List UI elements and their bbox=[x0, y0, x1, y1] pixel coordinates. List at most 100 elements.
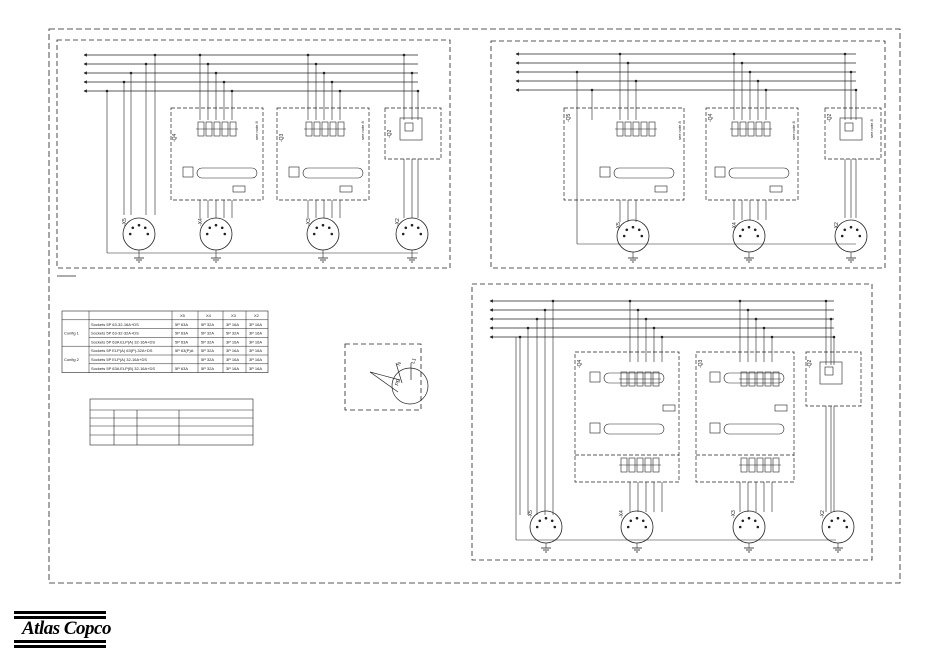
junction bbox=[575, 70, 579, 74]
breaker-label: -Q3 bbox=[698, 359, 704, 368]
junction bbox=[770, 335, 774, 339]
junction bbox=[122, 80, 126, 84]
junction bbox=[747, 225, 751, 229]
table-row-label: Sockets 5P ELP(A) 63(P)-32A+DS bbox=[91, 348, 153, 353]
junction bbox=[214, 223, 218, 227]
junction bbox=[338, 89, 342, 93]
junction bbox=[764, 88, 768, 92]
junction bbox=[137, 223, 141, 227]
rcd-coil bbox=[288, 166, 300, 178]
table-cell: 3P 16A bbox=[226, 348, 239, 353]
rcd-toroid bbox=[603, 372, 665, 384]
junction bbox=[741, 228, 745, 232]
junction bbox=[535, 317, 539, 321]
junction bbox=[637, 228, 641, 232]
breaker-box-bt-2 bbox=[695, 351, 795, 483]
junction bbox=[641, 519, 645, 523]
junction bbox=[754, 317, 758, 321]
junction bbox=[222, 80, 226, 84]
junction bbox=[590, 88, 594, 92]
table-row-label: Sockets 5P 63A ELP(B) 32-16A+DS bbox=[91, 366, 155, 371]
breaker-label: -Q2 bbox=[827, 113, 833, 122]
socket-label: -X5 bbox=[616, 222, 622, 230]
junction bbox=[858, 234, 862, 238]
brand-name: Atlas Copco bbox=[22, 618, 111, 639]
table-cell: 5P 63A bbox=[175, 339, 188, 344]
junction bbox=[849, 225, 853, 229]
junction bbox=[198, 53, 202, 57]
junction bbox=[827, 525, 831, 529]
table-cell: 3P 16A bbox=[249, 322, 262, 327]
mcb-pole bbox=[844, 122, 854, 132]
table-cell: 3P 16A bbox=[249, 357, 262, 362]
breaker-label: -Q2 bbox=[387, 129, 393, 138]
junction bbox=[845, 525, 849, 529]
socket-circle bbox=[199, 217, 233, 251]
test-resistor bbox=[662, 404, 676, 412]
table-row-label: Sockets 5P 63-32-16A+DS bbox=[91, 322, 139, 327]
junction bbox=[550, 519, 554, 523]
junction bbox=[854, 88, 858, 92]
junction bbox=[740, 61, 744, 65]
rcd-coil bbox=[709, 422, 721, 434]
rcd-coil bbox=[182, 166, 194, 178]
rcd-coil bbox=[589, 371, 601, 383]
junction bbox=[404, 226, 408, 230]
junction bbox=[626, 61, 630, 65]
junction bbox=[153, 53, 157, 57]
test-resistor bbox=[774, 404, 788, 412]
detail-pin-l1: L1 bbox=[410, 357, 418, 364]
panel-right-top bbox=[490, 40, 886, 269]
junction bbox=[214, 71, 218, 75]
junction bbox=[652, 326, 656, 330]
rcd-toroid bbox=[302, 167, 364, 179]
junction bbox=[618, 52, 622, 56]
junction bbox=[849, 70, 853, 74]
junction bbox=[625, 228, 629, 232]
test-resistor bbox=[654, 185, 668, 193]
junction bbox=[732, 52, 736, 56]
breaker-label: -Q4 bbox=[708, 113, 714, 122]
junction bbox=[105, 89, 109, 93]
table-cell: 5P 63A bbox=[175, 366, 188, 371]
table-border bbox=[61, 310, 269, 373]
rcd-toroid bbox=[603, 423, 665, 435]
socket-label: -X4 bbox=[732, 222, 738, 230]
table-group: Config 2 bbox=[64, 357, 80, 362]
junction bbox=[842, 519, 846, 523]
table-cell: 5P 32A bbox=[201, 357, 214, 362]
junction bbox=[756, 234, 760, 238]
table-cell: 3P 16A bbox=[249, 366, 262, 371]
note-label: see note 8 bbox=[791, 121, 796, 140]
breaker-label: -Q4 bbox=[577, 359, 583, 368]
junction bbox=[419, 232, 423, 236]
junction bbox=[628, 299, 632, 303]
breaker-box-lt-2 bbox=[276, 107, 370, 201]
table-row-label: Sockets 5P 63-32-32A+DS bbox=[91, 331, 139, 336]
junction bbox=[840, 234, 844, 238]
junction bbox=[644, 525, 648, 529]
rcd-toroid bbox=[728, 167, 790, 179]
mcb-pole bbox=[824, 366, 834, 376]
breaker-label: -Q4 bbox=[172, 133, 178, 142]
junction bbox=[629, 519, 633, 523]
breaker-box-bt-1 bbox=[574, 351, 680, 483]
mcb-unit bbox=[819, 361, 843, 385]
breaker-box-rt-3 bbox=[824, 107, 882, 160]
breaker-label: -Q2 bbox=[807, 359, 813, 368]
table-header: X4 bbox=[206, 313, 212, 318]
junction bbox=[306, 53, 310, 57]
busbars-bottom bbox=[489, 299, 836, 541]
junction bbox=[746, 308, 750, 312]
junction bbox=[756, 79, 760, 83]
table-cell: 3P 16A bbox=[226, 322, 239, 327]
junction bbox=[538, 519, 542, 523]
junction bbox=[762, 326, 766, 330]
junction bbox=[660, 335, 664, 339]
table-cell: 5P 32A bbox=[226, 331, 239, 336]
socket-label: -X4 bbox=[198, 218, 204, 226]
junction bbox=[636, 308, 640, 312]
page-frame bbox=[48, 28, 901, 584]
junction bbox=[518, 335, 522, 339]
